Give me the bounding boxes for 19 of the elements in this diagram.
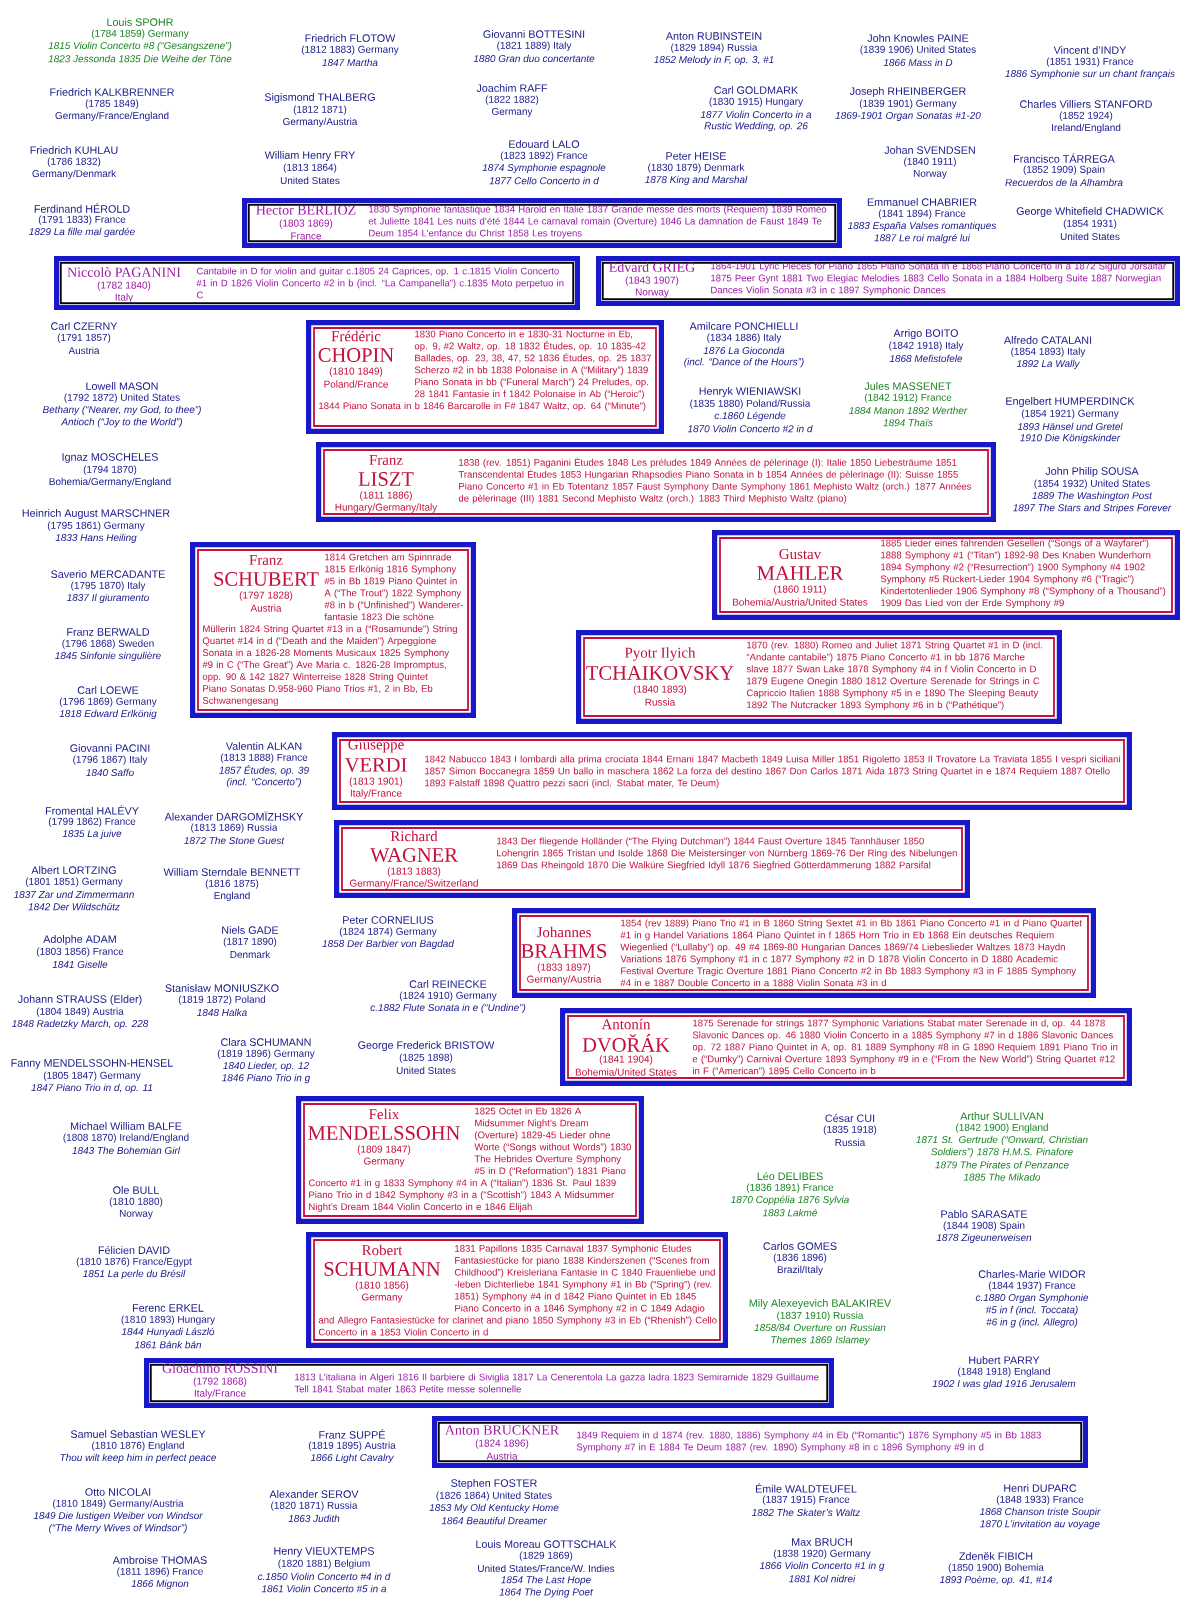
composer-box (242, 198, 842, 248)
composer-box (144, 1358, 834, 1408)
surname: VERDI (344, 758, 407, 772)
surname: TCHAIKOVSKY (586, 666, 734, 680)
composer-box (432, 1416, 1088, 1468)
composer-box (712, 530, 1180, 620)
surname: BRAHMS (521, 944, 607, 958)
composer-box (576, 630, 1062, 724)
surname: WAGNER (370, 848, 458, 862)
composer-box (560, 1008, 1132, 1086)
surname: MAHLER (757, 566, 844, 580)
composer-box (512, 908, 1096, 998)
surname: DVOŘÁK (582, 1034, 670, 1052)
surname: LISZT (358, 472, 414, 486)
composer-box (332, 732, 1132, 810)
composer-box (54, 256, 580, 310)
composer-box (596, 256, 1180, 306)
composer-box (334, 820, 970, 898)
composer-box (316, 442, 996, 522)
